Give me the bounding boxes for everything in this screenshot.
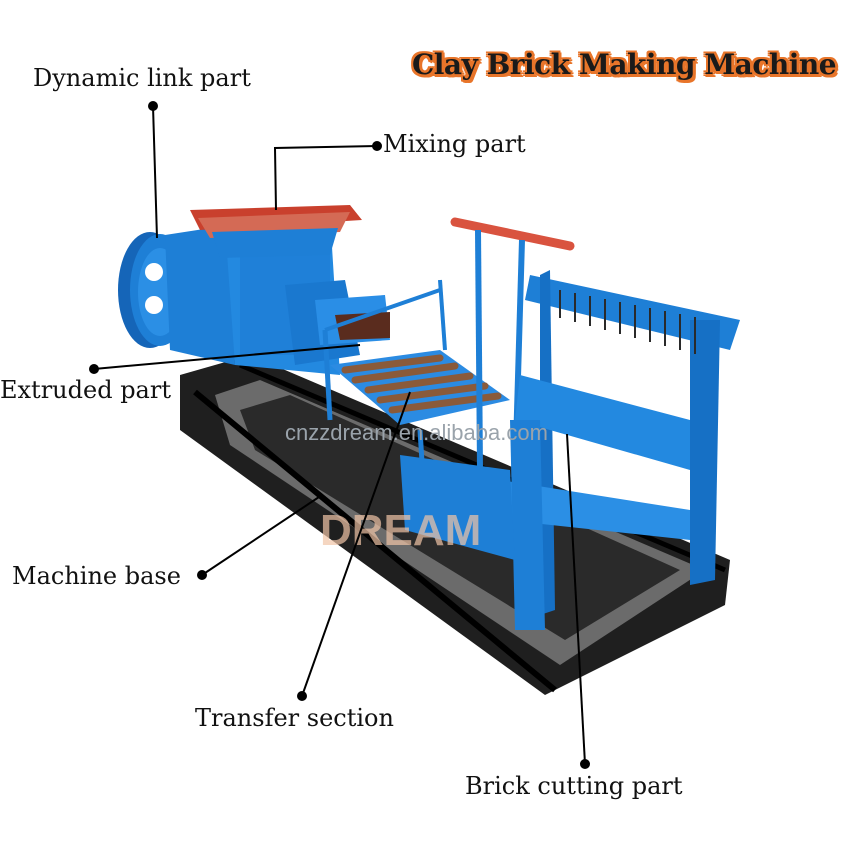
brick-cutter: [400, 270, 740, 630]
label-mixing: Mixing part: [383, 130, 526, 158]
label-dynamic-link: Dynamic link part: [33, 64, 251, 92]
extruder-head: [285, 280, 390, 365]
label-extruded: Extruded part: [0, 376, 171, 404]
label-brick-cutting: Brick cutting part: [465, 772, 683, 800]
transfer-rollers: [322, 279, 510, 511]
leader-lines: [89, 101, 590, 769]
label-machine-base: Machine base: [12, 562, 181, 590]
watermark-brand: DREAM: [320, 506, 481, 555]
page-title: Clay Brick Making Machine: [412, 48, 837, 81]
watermark-url: cnzzdream.en.alibaba.com: [285, 420, 548, 445]
mixing-hopper: [190, 205, 362, 258]
label-transfer: Transfer section: [195, 704, 394, 732]
